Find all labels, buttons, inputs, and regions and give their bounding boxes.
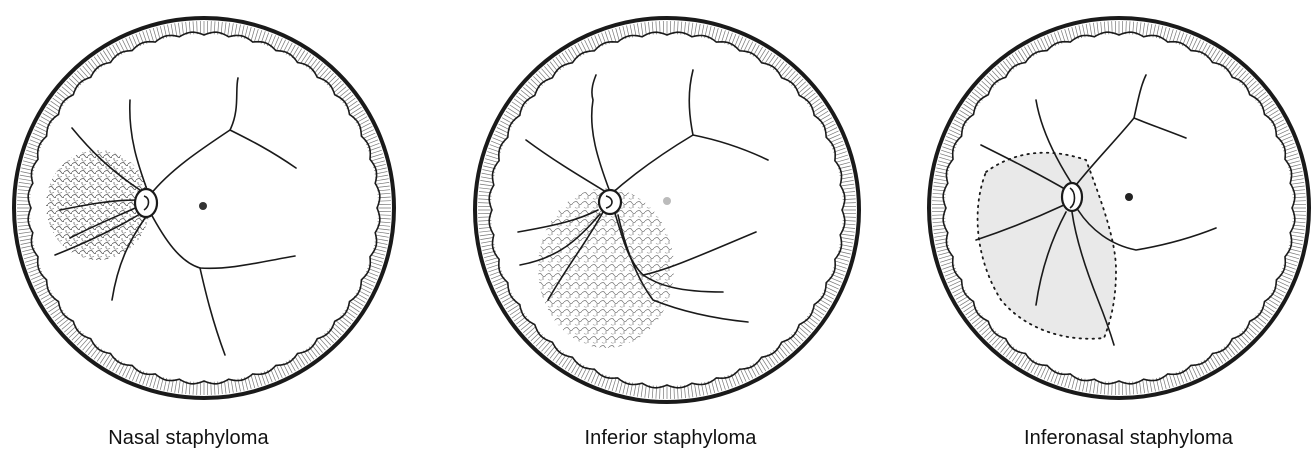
fundus-diagram-inferonasal <box>876 0 1313 420</box>
caption-nasal: Nasal staphyloma <box>0 427 407 450</box>
fundus-diagram-nasal <box>0 0 437 420</box>
panel-nasal-staphyloma: Nasal staphyloma <box>0 0 437 462</box>
fovea <box>663 197 671 205</box>
fovea <box>199 202 207 210</box>
optic-disc <box>135 189 157 217</box>
panel-inferior-staphyloma: Inferior staphyloma <box>438 0 875 462</box>
panel-inferonasal-staphyloma: Inferonasal staphyloma <box>876 0 1313 462</box>
fundus-rim <box>475 18 859 402</box>
optic-disc <box>1062 183 1082 211</box>
fovea <box>1125 193 1133 201</box>
optic-disc <box>599 190 621 214</box>
fundus-diagram-inferior <box>438 0 875 420</box>
caption-inferior: Inferior staphyloma <box>452 427 889 450</box>
caption-inferonasal: Inferonasal staphyloma <box>910 427 1313 450</box>
